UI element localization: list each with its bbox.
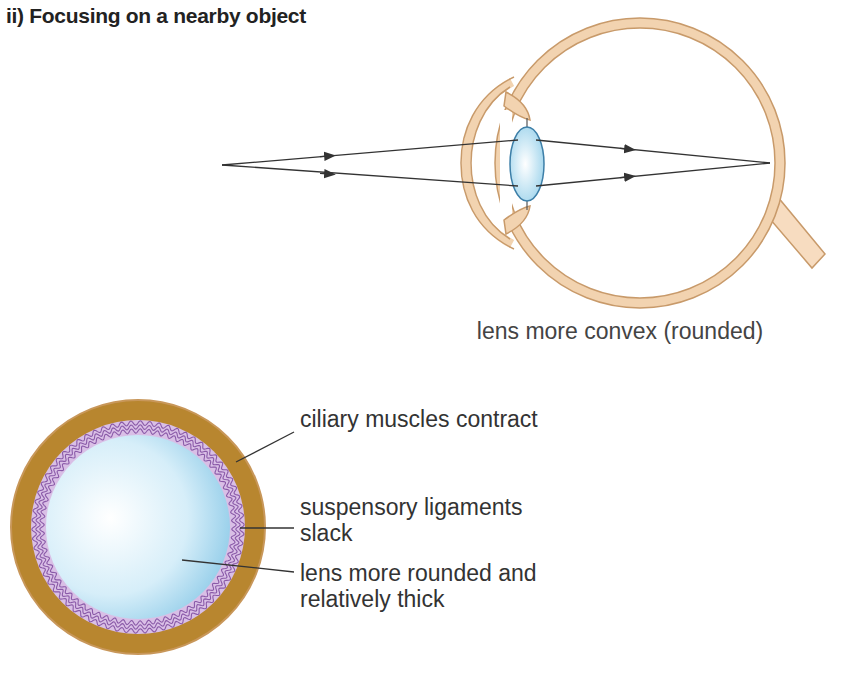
- ligament-fibres: [32, 421, 244, 633]
- eye-lens: [510, 127, 544, 201]
- front-lens: [46, 435, 230, 619]
- part-label: ciliary muscles contract: [300, 406, 550, 432]
- front-view: [11, 400, 265, 654]
- title: ii) Focusing on a nearby object: [6, 4, 306, 28]
- leader-line: [182, 432, 294, 572]
- suspensory-ligaments: [32, 421, 244, 633]
- eyeball: [495, 18, 785, 308]
- ligament-fibres: [36, 425, 240, 629]
- part-label: lens more rounded and relatively thick: [300, 560, 550, 613]
- light-ray: [222, 140, 770, 186]
- lens-caption: lens more convex (rounded): [430, 318, 810, 344]
- ciliary-muscle-ring: [11, 400, 265, 654]
- ligament-ring: [31, 420, 245, 634]
- ligament-fibres: [40, 429, 236, 625]
- part-label: suspensory ligaments slack: [300, 494, 550, 547]
